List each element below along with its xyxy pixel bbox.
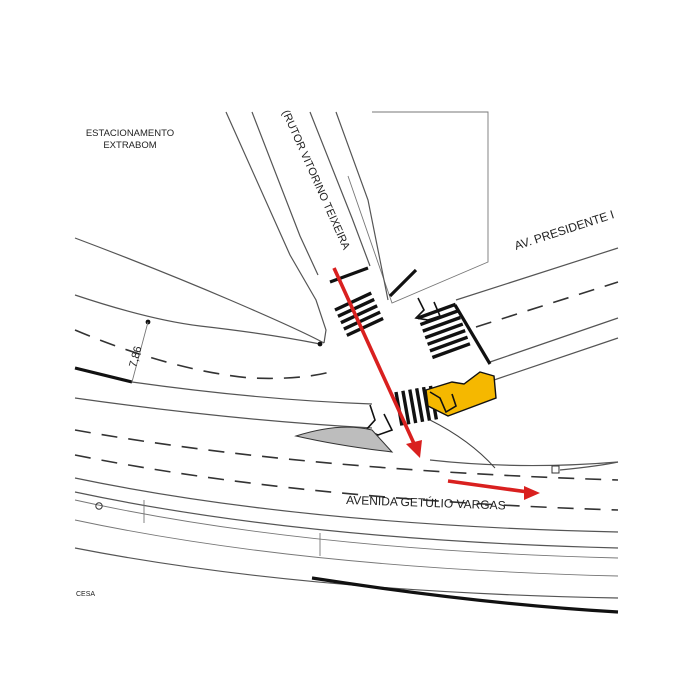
street-presidente-edges — [453, 247, 619, 381]
parking-label-line1: ESTACIONAMENTO — [86, 128, 174, 139]
dimension-label: 7,86 — [127, 345, 144, 369]
street-label-vitorino: (RUTOR VITORINO TEIXEIRA — [279, 108, 352, 252]
credit-label: CESA — [76, 591, 95, 598]
arrow-getulio-head — [524, 486, 540, 500]
crosswalk-presidente — [417, 302, 471, 360]
hatched-island — [294, 426, 394, 453]
street-label-getulio: AVENIDA GETÚLIO VARGAS — [346, 492, 506, 513]
red-arrows — [332, 267, 540, 500]
curve-left — [74, 237, 373, 405]
yellow-island — [425, 371, 497, 417]
arrow-getulio-line — [447, 479, 529, 494]
building-block — [347, 111, 489, 304]
yellow-island-detail — [429, 391, 457, 414]
street-label-presidente: AV. PRESIDENTE I — [513, 207, 616, 252]
street-vitorino-edges — [225, 111, 418, 344]
avenida-getulio-vargas — [74, 397, 619, 614]
arrow-vitorino-head — [406, 440, 422, 458]
arrow-vitorino-line — [332, 267, 418, 449]
parking-label-line2: EXTRABOM — [103, 140, 156, 151]
crosswalk-vitorino — [334, 291, 384, 337]
